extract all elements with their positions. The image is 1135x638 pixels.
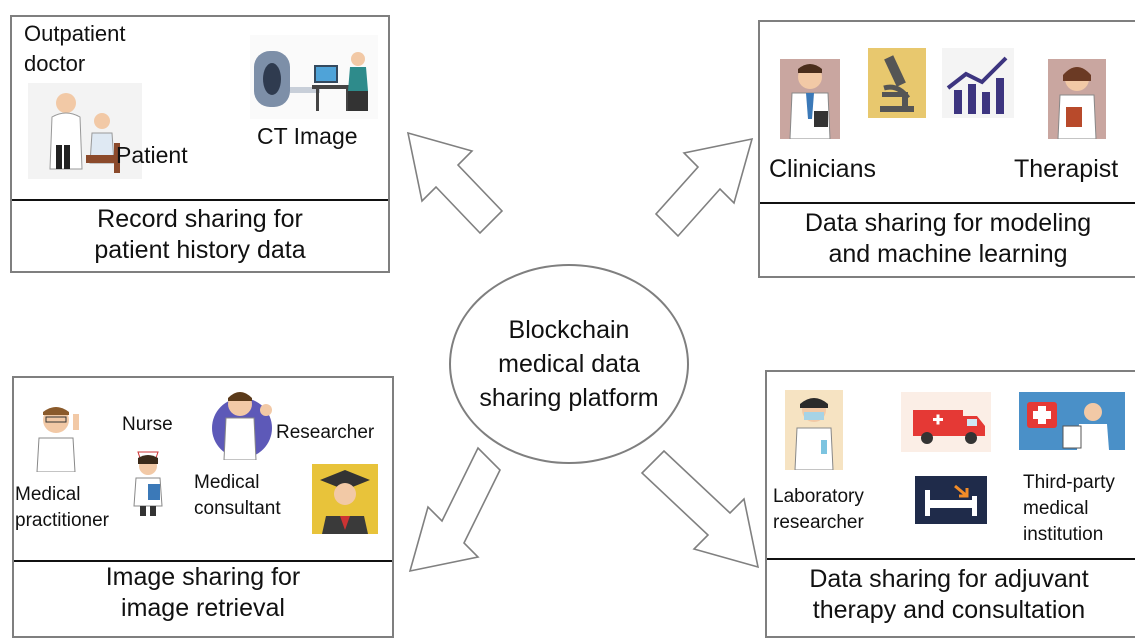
caption-divider [14, 560, 392, 562]
bar-chart-icon [942, 48, 1014, 118]
panel-adjuvant-sharing: Laboratory researcher [765, 370, 1135, 638]
label-researcher: Researcher [276, 422, 375, 443]
label-medical-consultant: Medical consultant [194, 472, 281, 519]
panel-record-sharing: Outpatient doctor Patient [10, 15, 390, 273]
therapist-icon [1048, 59, 1106, 139]
label-ct-image: CT Image [257, 123, 358, 149]
caption-divider [760, 202, 1135, 204]
medical-consultant-icon [202, 384, 280, 460]
medical-practitioner-icon [27, 400, 85, 472]
panel-modeling-sharing: Clinicians Therapist Data sharing for mo… [758, 20, 1135, 278]
medical-institution-icon [1019, 392, 1125, 450]
label-third-party-institution: Third-party medical institution [1023, 472, 1115, 545]
label-patient: Patient [116, 142, 188, 168]
caption-image-sharing: Image sharing for image retrieval [105, 563, 301, 622]
arrow-top-right [654, 137, 754, 238]
caption-divider [12, 199, 388, 201]
label-clinicians: Clinicians [769, 155, 876, 183]
label-nurse: Nurse [122, 414, 173, 435]
doctor-patient-icon [28, 83, 142, 179]
label-therapist: Therapist [1014, 155, 1119, 183]
hospital-bed-icon [915, 476, 987, 524]
label-medical-practitioner: Medical practitioner [15, 484, 109, 531]
label-outpatient-doctor: Outpatient doctor [24, 21, 126, 76]
caption-record-sharing: Record sharing for patient history data [94, 205, 306, 264]
arrow-top-left [406, 131, 504, 235]
microscope-icon [868, 48, 926, 118]
caption-adjuvant-sharing: Data sharing for adjuvant therapy and co… [809, 565, 1089, 624]
caption-divider [767, 558, 1135, 560]
blockchain-platform-circle: Blockchain medical data sharing platform [449, 264, 689, 464]
label-laboratory-researcher: Laboratory researcher [773, 486, 864, 533]
ct-scanner-icon [250, 35, 378, 119]
clinician-icon [780, 59, 840, 139]
ambulance-icon [901, 392, 991, 452]
nurse-icon [126, 444, 170, 518]
panel-image-sharing: Medical practitioner Nurse Researcher Me… [12, 376, 394, 638]
graduate-researcher-icon [312, 464, 378, 534]
arrow-bottom-right [640, 449, 760, 569]
laboratory-researcher-icon [785, 390, 843, 470]
caption-modeling-sharing: Data sharing for modeling and machine le… [804, 209, 1092, 268]
arrow-bottom-left [408, 446, 501, 573]
